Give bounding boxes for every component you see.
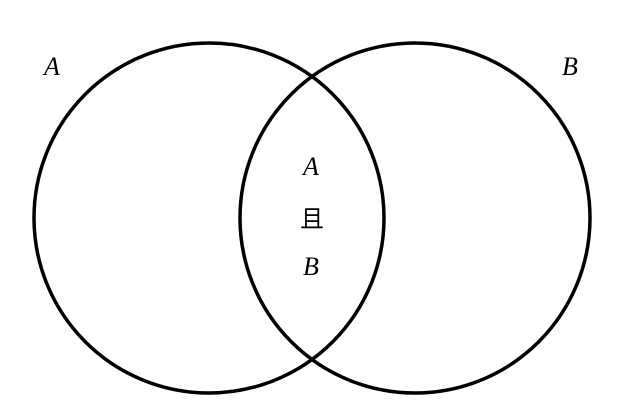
circle-set-b xyxy=(238,41,592,395)
intersection-label-conjunction: 且 xyxy=(300,205,324,233)
intersection-label-b: B xyxy=(303,252,319,281)
circle-set-a xyxy=(32,41,386,395)
set-a-label: A xyxy=(42,52,60,81)
set-b-label: B xyxy=(562,52,578,81)
intersection-label-a: A xyxy=(301,152,319,181)
